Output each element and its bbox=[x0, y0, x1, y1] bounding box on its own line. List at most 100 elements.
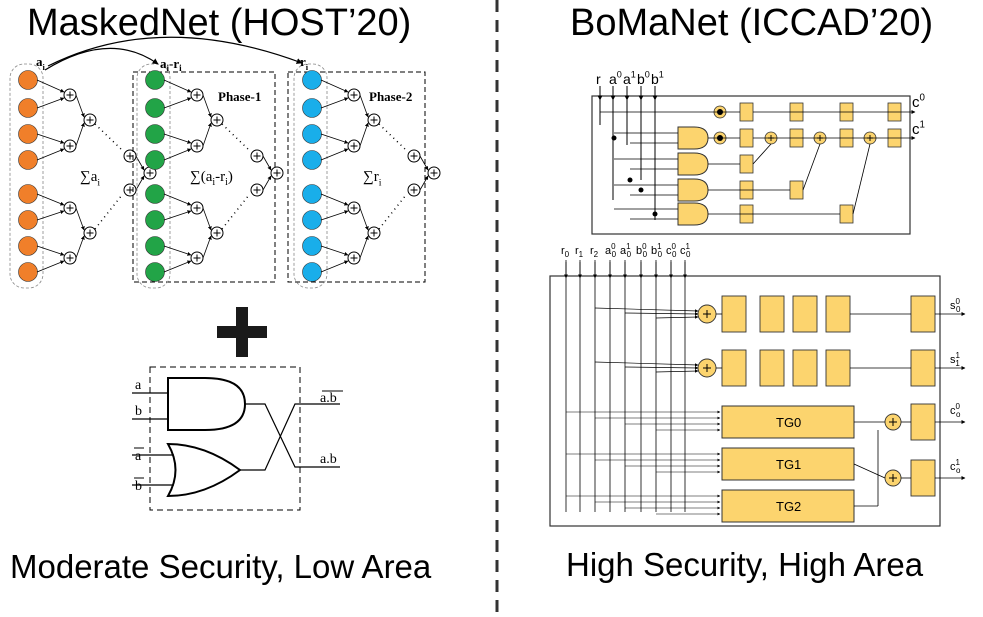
bomanet-title: BoMaNet (ICCAD’20) bbox=[570, 2, 934, 44]
tg-block-1 bbox=[721, 447, 855, 481]
tg-label-1: TG1 bbox=[776, 457, 801, 472]
top-register-0 bbox=[739, 102, 754, 122]
input-node-0-4 bbox=[18, 184, 38, 204]
bottom-register-1-2 bbox=[792, 349, 818, 387]
input-node-1-1 bbox=[145, 98, 165, 118]
bottom-out-register-0 bbox=[910, 403, 936, 441]
bottom-input-label-2: r2 bbox=[590, 245, 599, 259]
bottom-register-1-0 bbox=[721, 349, 747, 387]
top-and-gate-1 bbox=[677, 152, 709, 176]
maskednet-caption: Moderate Security, Low Area bbox=[10, 548, 432, 585]
input-node-0-7 bbox=[18, 262, 38, 282]
input-node-1-3 bbox=[145, 150, 165, 170]
bottom-register-0-0 bbox=[721, 295, 747, 333]
input-node-0-0 bbox=[18, 70, 38, 90]
input-node-2-1 bbox=[302, 98, 322, 118]
bottom-register-1-3 bbox=[825, 349, 851, 387]
bottom-register-0-2 bbox=[792, 295, 818, 333]
top-input-label-3: b0 bbox=[637, 70, 650, 87]
maskednet-title: MaskedNet (HOST’20) bbox=[27, 2, 412, 44]
junction-1 bbox=[638, 187, 644, 193]
bottom-circuit-frame bbox=[549, 275, 941, 527]
input-node-1-7 bbox=[145, 262, 165, 282]
top-register-12 bbox=[839, 204, 854, 224]
junction-0 bbox=[611, 135, 617, 141]
sum-diff-label: ∑(ai-ri) bbox=[190, 169, 233, 188]
input-node-0-1 bbox=[18, 98, 38, 118]
input-node-1-4 bbox=[145, 184, 165, 204]
gate-diagram: a b a b a.b a.b bbox=[132, 366, 343, 511]
phase1-label: Phase-1 bbox=[218, 89, 261, 104]
masking-network: ∑ai ∑(ai-ri) ∑ri Phase-1 Phase-2 ai ai-ri ri bbox=[9, 36, 441, 289]
input-node-0-5 bbox=[18, 210, 38, 230]
sum-a-label: ∑ai bbox=[80, 169, 100, 189]
gate-output-top: a.b bbox=[320, 391, 337, 406]
bottom-register-0-4 bbox=[910, 295, 936, 333]
junction-2 bbox=[627, 177, 633, 183]
input-node-2-3 bbox=[302, 150, 322, 170]
label-ai-minus-ri: ai-ri bbox=[160, 56, 182, 73]
bottom-input-label-0: r0 bbox=[561, 245, 570, 259]
input-node-1-5 bbox=[145, 210, 165, 230]
top-and-gate-2 bbox=[677, 178, 709, 202]
input-node-0-6 bbox=[18, 236, 38, 256]
top-input-label-4: b1 bbox=[651, 70, 664, 87]
top-and-gate-0 bbox=[677, 126, 709, 150]
arrow-to-phase1 bbox=[44, 47, 159, 71]
tg-block-2 bbox=[721, 489, 855, 523]
input-node-1-6 bbox=[145, 236, 165, 256]
bottom-register-0-1 bbox=[759, 295, 785, 333]
gate-input-a-bottom: a bbox=[135, 449, 142, 464]
top-output-c0: c0 bbox=[912, 92, 926, 111]
label-ai: ai bbox=[36, 54, 46, 72]
input-node-2-5 bbox=[302, 210, 322, 230]
bomanet-caption: High Security, High Area bbox=[566, 546, 924, 583]
label-ri: ri bbox=[300, 54, 309, 72]
input-node-2-4 bbox=[302, 184, 322, 204]
bottom-out-register-1 bbox=[910, 459, 936, 497]
gate-input-b-top: b bbox=[135, 404, 142, 419]
tg-block-0 bbox=[721, 405, 855, 439]
top-input-label-0: r bbox=[596, 71, 601, 87]
top-register-10 bbox=[789, 180, 804, 200]
circle-column-outline-2 bbox=[293, 63, 328, 289]
plus-sign bbox=[217, 307, 267, 357]
input-node-2-7 bbox=[302, 262, 322, 282]
tg-label-0: TG0 bbox=[776, 415, 801, 430]
phase2-label: Phase-2 bbox=[369, 89, 412, 104]
top-dot-a bbox=[717, 109, 723, 115]
bottom-register-0-3 bbox=[825, 295, 851, 333]
top-register-8 bbox=[739, 154, 754, 174]
arrow-to-phase2 bbox=[47, 36, 303, 67]
input-node-2-6 bbox=[302, 236, 322, 256]
top-output-c1: c1 bbox=[912, 119, 925, 138]
input-node-2-0 bbox=[302, 70, 322, 90]
gate-input-a-top: a bbox=[135, 378, 142, 393]
sum-r-label: ∑ri bbox=[363, 169, 382, 189]
bottom-register-1-1 bbox=[759, 349, 785, 387]
junction-3 bbox=[652, 211, 658, 217]
input-node-1-0 bbox=[145, 70, 165, 90]
input-node-0-3 bbox=[18, 150, 38, 170]
tg-label-2: TG2 bbox=[776, 499, 801, 514]
input-node-1-2 bbox=[145, 124, 165, 144]
top-dot-b bbox=[717, 135, 723, 141]
gate-input-b-bottom: b bbox=[135, 479, 142, 494]
gate-output-bottom: a.b bbox=[320, 452, 337, 467]
input-node-2-2 bbox=[302, 124, 322, 144]
top-circuit-frame bbox=[591, 95, 911, 235]
